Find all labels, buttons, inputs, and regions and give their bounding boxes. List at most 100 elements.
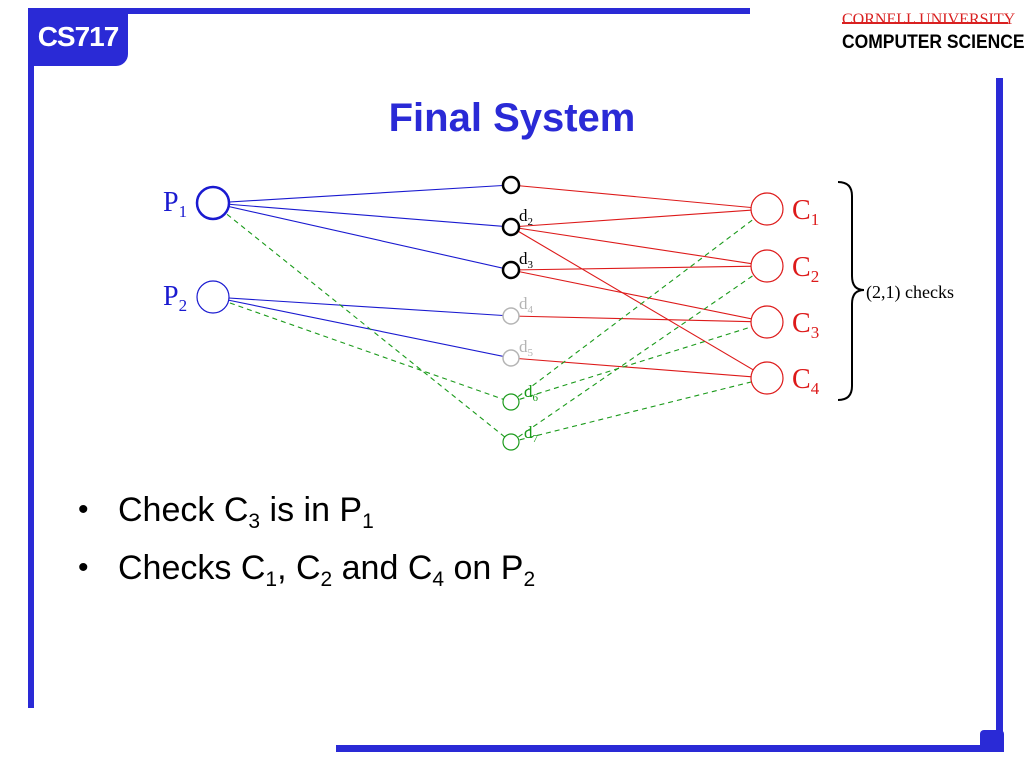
data-label-d2-subscript: 2	[528, 216, 534, 228]
check-node-c3	[750, 305, 784, 339]
data-label-d5: d5	[519, 337, 534, 359]
data-label-d5-subscript: 5	[528, 347, 534, 359]
data-node-d3	[501, 260, 521, 280]
logo-department-text: COMPUTER SCIENCE	[842, 32, 1024, 53]
edge-p2-d6	[212, 296, 512, 403]
processor-label-p1-main: P	[163, 187, 179, 218]
bullet-text-run: Check C	[118, 491, 249, 529]
subscript: 1	[362, 510, 374, 533]
checks-brace	[837, 181, 865, 401]
check-label-c1-main: C	[792, 195, 811, 226]
bullet-text-run: , C	[277, 549, 321, 587]
node-layer	[195, 175, 784, 451]
frame-right-bar	[996, 78, 1003, 750]
edge-d6-c3	[510, 321, 768, 403]
edge-d2-c1	[510, 208, 768, 228]
frame-top-bar	[36, 8, 750, 14]
bullet-item: • Check C3 is in P1	[78, 485, 778, 543]
bullet-item: •Checks C1, C2 and C4 on P2	[78, 543, 778, 601]
check-label-c4-subscript: 4	[811, 379, 820, 398]
data-label-d7-main: d	[524, 423, 533, 442]
data-node-d5	[502, 349, 520, 367]
edge-p1-d2	[212, 202, 512, 228]
check-node-c2	[750, 249, 784, 283]
data-label-d4-subscript: 4	[528, 304, 534, 316]
processor-label-p2: P2	[163, 281, 187, 315]
data-node-d1	[501, 175, 521, 195]
check-label-c4: C4	[792, 364, 820, 398]
cornell-cs-logo: CORNELL UNIVERSITY COMPUTER SCIENCE	[842, 10, 1024, 56]
data-label-d7-subscript: 7	[533, 433, 539, 445]
bullet-marker: •	[78, 493, 89, 526]
bullet-marker: •	[78, 551, 89, 584]
check-node-c1	[750, 192, 784, 226]
data-label-d7: d7	[524, 423, 539, 445]
processor-node-p2	[196, 280, 230, 314]
data-label-d4: d4	[519, 294, 534, 316]
data-node-d4	[502, 307, 520, 325]
processor-label-p1-subscript: 1	[179, 202, 188, 221]
data-node-d7	[502, 433, 520, 451]
bullet-text: Check C3 is in P1	[118, 491, 374, 532]
data-label-d3-main: d	[519, 249, 528, 268]
edge-p2-d5	[212, 296, 512, 359]
edge-d2-c4	[510, 226, 768, 379]
subscript: 3	[248, 510, 261, 533]
checks-brace-label: (2,1) checks	[866, 282, 954, 303]
course-badge: CS717	[28, 8, 128, 66]
subscript: 1	[265, 568, 278, 591]
data-node-d6	[502, 393, 520, 411]
bullet-text-run: Checks C	[118, 549, 266, 587]
bullet-text-run: is in P	[260, 491, 363, 529]
edge-d7-c2	[510, 265, 768, 443]
edge-layer	[212, 184, 768, 443]
edge-d3-c3	[510, 269, 768, 323]
subscript: 4	[432, 568, 445, 591]
check-label-c3-main: C	[792, 308, 811, 339]
data-label-d6: d6	[524, 382, 539, 404]
check-label-c1-subscript: 1	[811, 210, 820, 229]
edge-d3-c2	[510, 265, 768, 271]
data-label-d6-subscript: 6	[533, 392, 539, 404]
frame-left-bar	[28, 8, 34, 708]
edge-d4-c3	[510, 315, 768, 323]
check-label-c2-subscript: 2	[811, 267, 820, 286]
edge-d7-c4	[510, 377, 768, 443]
edge-d1-c1	[510, 184, 768, 210]
check-node-c4	[750, 361, 784, 395]
edge-d5-c4	[510, 357, 768, 379]
data-label-d6-main: d	[524, 382, 533, 401]
data-label-d3-subscript: 3	[528, 259, 534, 271]
edge-d2-c2	[510, 226, 768, 267]
edge-p2-d4	[212, 296, 512, 317]
frame-corner-tab	[980, 730, 1004, 752]
bullet-text-run: and C	[332, 549, 433, 587]
processor-label-p2-subscript: 2	[179, 296, 188, 315]
logo-university-text: CORNELL UNIVERSITY	[842, 11, 1016, 28]
processor-label-p1: P1	[163, 187, 187, 221]
check-label-c2-main: C	[792, 252, 811, 283]
bullet-text-run: on P	[444, 549, 524, 587]
subscript: 2	[320, 568, 333, 591]
bullet-list: •Check C3 is in P1 •Checks C1, C2 and C4…	[78, 485, 778, 601]
data-node-d2	[501, 217, 521, 237]
check-label-c1: C1	[792, 195, 819, 229]
edge-d6-c1	[510, 208, 768, 403]
processor-node-p1	[195, 185, 231, 221]
data-label-d3: d3	[519, 249, 534, 271]
processor-label-p2-main: P	[163, 281, 179, 312]
check-label-c3: C3	[792, 308, 819, 342]
data-label-d2: d2	[519, 206, 533, 228]
edge-p1-d1	[212, 184, 512, 204]
subscript: 2	[523, 568, 536, 591]
edge-p1-d7	[212, 202, 512, 443]
data-label-d4-main: d	[519, 294, 528, 313]
check-label-c4-main: C	[792, 364, 811, 395]
edge-p1-d3	[212, 202, 512, 271]
check-label-c2: C2	[792, 252, 819, 286]
data-label-d2-main: d	[519, 206, 528, 225]
bullet-text: Checks C1, C2 and C4 on P2	[118, 549, 535, 590]
check-label-c3-subscript: 3	[811, 323, 820, 342]
